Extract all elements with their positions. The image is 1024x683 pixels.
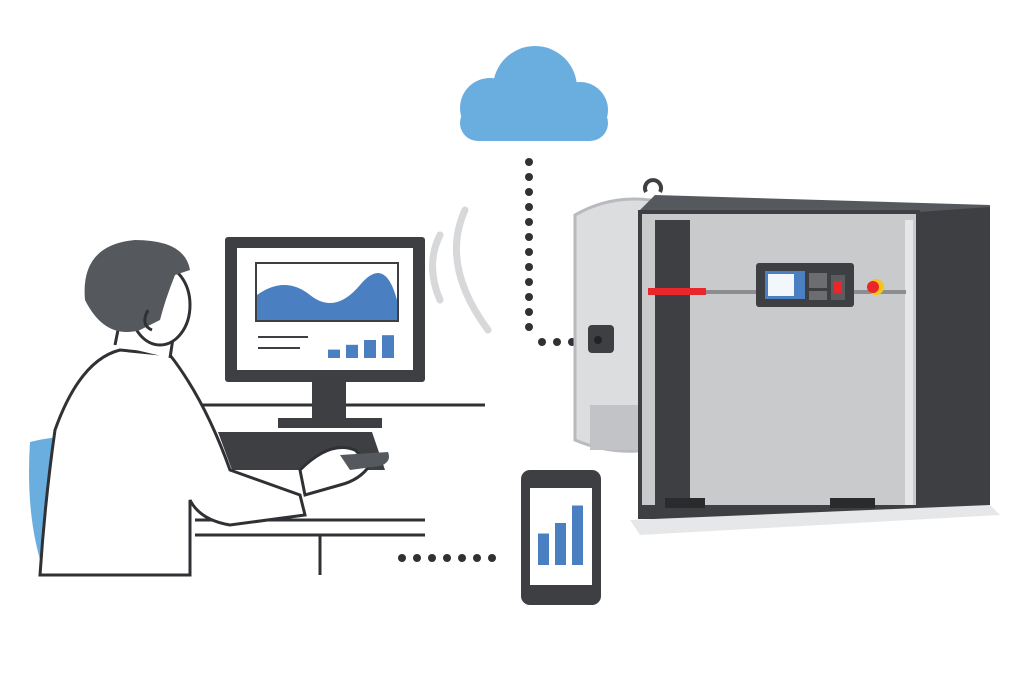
connection-dot xyxy=(398,554,406,562)
connection-dot xyxy=(525,323,533,331)
connection-dot xyxy=(413,554,421,562)
connection-dot xyxy=(538,338,546,346)
monitor-bar xyxy=(328,349,340,358)
air-receiver-tank xyxy=(573,178,663,453)
connection-dot xyxy=(525,188,533,196)
connection-dot xyxy=(553,338,561,346)
phone-bar xyxy=(572,505,583,565)
connection-dot xyxy=(473,554,481,562)
monitor-bar xyxy=(346,344,358,358)
cloud-icon xyxy=(460,46,608,141)
phone-bar xyxy=(555,523,566,565)
air-compressor xyxy=(630,195,1000,535)
phone-connection-dots xyxy=(398,554,496,562)
connection-dot xyxy=(525,263,533,271)
connection-dot xyxy=(525,218,533,226)
connection-dot xyxy=(525,278,533,286)
wireless-signal-icon xyxy=(429,206,492,334)
phone-bar-chart xyxy=(538,505,583,565)
connection-dot xyxy=(525,248,533,256)
monitor-bar-chart xyxy=(328,335,394,358)
phone-bar xyxy=(538,533,549,565)
cloud-connection-dots xyxy=(525,158,591,346)
connection-dot xyxy=(458,554,466,562)
connection-dot xyxy=(443,554,451,562)
connection-dot xyxy=(525,203,533,211)
desktop-monitor xyxy=(225,237,425,428)
monitor-bar xyxy=(382,335,394,358)
connection-dot xyxy=(525,233,533,241)
connection-dot xyxy=(428,554,436,562)
connection-dot xyxy=(525,308,533,316)
person-operator xyxy=(38,240,389,577)
monitor-area-chart xyxy=(257,273,397,320)
smartphone xyxy=(521,470,601,605)
connection-dot xyxy=(525,293,533,301)
connection-dot xyxy=(525,173,533,181)
monitor-bar xyxy=(364,340,376,358)
connection-dot xyxy=(525,158,533,166)
control-panel xyxy=(756,263,854,307)
connection-dot xyxy=(488,554,496,562)
